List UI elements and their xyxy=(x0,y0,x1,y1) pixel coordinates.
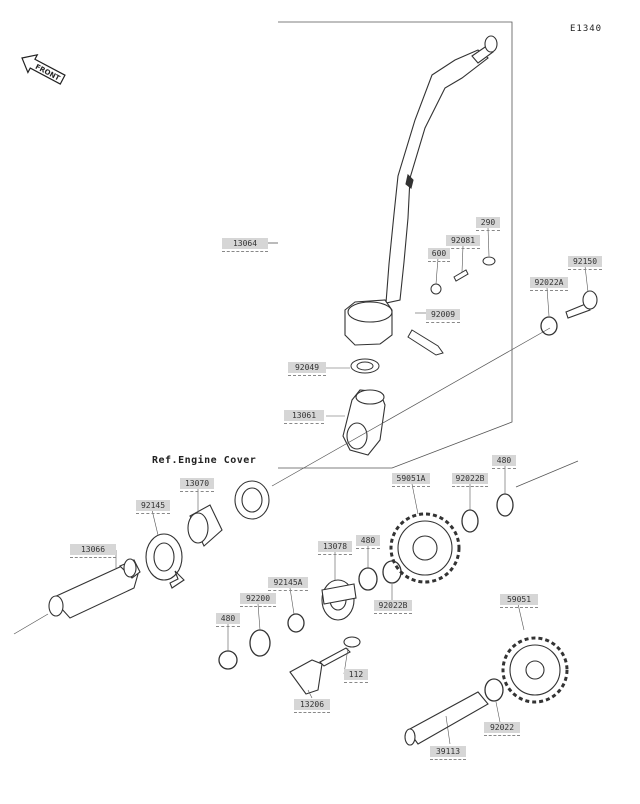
kick-shaft xyxy=(48,558,141,619)
callout-92150[interactable]: 92150 xyxy=(568,256,602,270)
callout-92022[interactable]: 92022 xyxy=(484,722,520,736)
shaft-holder xyxy=(342,389,386,456)
kick-pedal-lever xyxy=(344,35,498,346)
callout-92145[interactable]: 92145 xyxy=(136,500,170,514)
callout-13070[interactable]: 13070 xyxy=(180,478,214,492)
callout-13061[interactable]: 13061 xyxy=(284,410,324,424)
callout-92145a[interactable]: 92145A xyxy=(268,577,308,591)
callout-92022a[interactable]: 92022A xyxy=(530,277,568,291)
callout-92022b-top[interactable]: 92022B xyxy=(452,473,488,487)
assembly-bracket xyxy=(278,21,513,469)
callout-92200[interactable]: 92200 xyxy=(240,593,276,607)
callout-290[interactable]: 290 xyxy=(476,217,500,231)
callout-600[interactable]: 600 xyxy=(428,248,450,262)
callout-92049[interactable]: 92049 xyxy=(288,362,326,376)
kick-ratchet xyxy=(321,579,357,621)
callout-92022b-mid[interactable]: 92022B xyxy=(374,600,412,614)
callout-59051[interactable]: 59051 xyxy=(500,594,538,608)
callout-13078[interactable]: 13078 xyxy=(318,541,352,555)
callout-13206[interactable]: 13206 xyxy=(294,699,330,713)
callout-480-mid[interactable]: 480 xyxy=(356,535,380,549)
diagram-id: E1340 xyxy=(570,24,603,34)
callout-13066[interactable]: 13066 xyxy=(70,544,116,558)
stopper-and-bolt xyxy=(289,636,361,695)
idle-gear-shaft xyxy=(404,691,489,746)
ref-engine-cover-note: Ref.Engine Cover xyxy=(152,455,257,466)
callout-92081[interactable]: 92081 xyxy=(446,235,480,249)
idle-gear-59051a xyxy=(389,512,461,584)
callout-13064[interactable]: 13064 xyxy=(222,238,268,252)
idle-gear-59051 xyxy=(501,636,569,704)
pedal-small-parts xyxy=(350,256,496,374)
circlips-and-washers xyxy=(218,316,558,702)
callout-39113[interactable]: 39113 xyxy=(430,746,466,760)
bolt-92150 xyxy=(565,290,598,319)
left-shaft-parts xyxy=(145,480,270,589)
callout-480-top[interactable]: 480 xyxy=(492,455,516,469)
leader-lines xyxy=(115,227,589,745)
callout-92009[interactable]: 92009 xyxy=(426,309,460,323)
callout-59051a[interactable]: 59051A xyxy=(392,473,430,487)
front-arrow-icon: FRONT xyxy=(21,53,66,85)
callout-480-left[interactable]: 480 xyxy=(216,613,240,627)
callout-112[interactable]: 112 xyxy=(344,669,368,683)
